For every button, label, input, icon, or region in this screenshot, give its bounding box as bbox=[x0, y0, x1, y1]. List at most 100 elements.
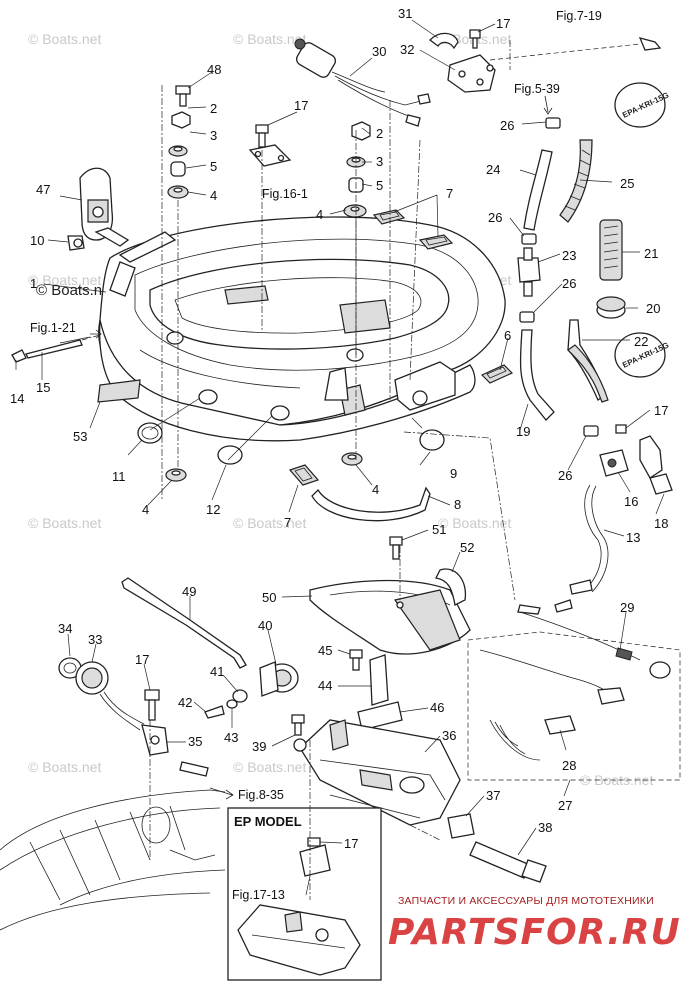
callout-31: 31 bbox=[398, 6, 412, 21]
fig16-plate bbox=[248, 124, 292, 167]
watermark-text: © Boats.net bbox=[28, 31, 101, 47]
kill-switch-30 bbox=[294, 38, 431, 127]
ep-model-box: EP MODEL bbox=[227, 807, 382, 981]
bolt-17-top bbox=[469, 29, 481, 49]
callout-34: 34 bbox=[58, 621, 72, 636]
callout-33: 33 bbox=[88, 632, 102, 647]
plate-46 bbox=[357, 701, 403, 731]
callout-4: 4 bbox=[142, 502, 149, 517]
callout-48: 48 bbox=[207, 62, 221, 77]
callout-5: 5 bbox=[210, 159, 217, 174]
callout-16: 16 bbox=[624, 494, 638, 509]
callout-29: 29 bbox=[620, 600, 634, 615]
sleeve-37 bbox=[447, 813, 475, 839]
watermark-text: © Boats.net bbox=[438, 515, 511, 531]
rod-and-fitting bbox=[11, 339, 83, 363]
lower-cover bbox=[309, 536, 471, 655]
case-36 bbox=[293, 719, 461, 826]
callout-7: 7 bbox=[284, 515, 291, 530]
callout-2: 2 bbox=[210, 101, 217, 116]
strap bbox=[311, 486, 431, 522]
callout-26: 26 bbox=[558, 468, 572, 483]
callout-11: 11 bbox=[112, 469, 126, 484]
callout-26: 26 bbox=[562, 276, 576, 291]
callout-4: 4 bbox=[372, 482, 379, 497]
handle-38 bbox=[469, 841, 547, 883]
lanyard-kit-27 bbox=[467, 631, 681, 781]
callout-50: 50 bbox=[262, 590, 276, 605]
washer-screw-41-43 bbox=[204, 689, 248, 719]
fig-ref-8-35: Fig.8-35 bbox=[238, 788, 284, 802]
callout-2: 2 bbox=[376, 126, 383, 141]
callout-44: 44 bbox=[318, 678, 332, 693]
bottom-cowling bbox=[98, 216, 506, 442]
callout-8: 8 bbox=[454, 497, 461, 512]
watermark-text: © Boats.net bbox=[28, 759, 101, 775]
watermark-text: © Boats.net bbox=[580, 772, 653, 788]
callout-24: 24 bbox=[486, 162, 500, 177]
cover-33 bbox=[75, 661, 145, 731]
callout-4: 4 bbox=[316, 207, 323, 222]
callout-23: 23 bbox=[562, 248, 576, 263]
label-53 bbox=[97, 379, 141, 403]
callout-13: 13 bbox=[626, 530, 640, 545]
fig-ref-5-39: Fig.5-39 bbox=[514, 82, 560, 96]
bracket-32 bbox=[447, 54, 496, 93]
callout-35: 35 bbox=[188, 734, 202, 749]
callout-47: 47 bbox=[36, 182, 50, 197]
callout-7: 7 bbox=[446, 186, 453, 201]
ep-model-title: EP MODEL bbox=[234, 814, 302, 829]
callout-30: 30 bbox=[372, 44, 386, 59]
choke-rod bbox=[121, 577, 247, 669]
callout-18: 18 bbox=[654, 516, 668, 531]
callout-3: 3 bbox=[210, 128, 217, 143]
fig-ref-7-19: Fig.7-19 bbox=[556, 9, 602, 23]
knob-40 bbox=[259, 661, 299, 697]
bolt-17-left bbox=[144, 689, 160, 721]
callout-25: 25 bbox=[620, 176, 634, 191]
plugs bbox=[137, 422, 445, 482]
brand-logo: PARTSFOR.RU bbox=[388, 912, 681, 953]
callout-38: 38 bbox=[538, 820, 552, 835]
fuel-hoses bbox=[517, 117, 626, 437]
callout-1: 1 bbox=[30, 276, 37, 291]
lever-assembly bbox=[67, 167, 130, 251]
bolt-39 bbox=[291, 714, 305, 736]
callout-17: 17 bbox=[344, 836, 358, 851]
callout-17: 17 bbox=[294, 98, 308, 113]
callout-45: 45 bbox=[318, 643, 332, 658]
callout-20: 20 bbox=[646, 301, 660, 316]
reference-lines bbox=[81, 40, 516, 900]
bracket-35 bbox=[141, 724, 209, 777]
callout-26: 26 bbox=[488, 210, 502, 225]
callout-14: 14 bbox=[10, 391, 24, 406]
callout-27: 27 bbox=[558, 798, 572, 813]
figure-references: Fig.7-19 Fig.5-39 Fig.16-1 Fig.1-21 Fig.… bbox=[30, 9, 602, 902]
callout-6: 6 bbox=[504, 328, 511, 343]
callout-36: 36 bbox=[442, 728, 456, 743]
callout-49: 49 bbox=[182, 584, 196, 599]
grommet-stack-center bbox=[343, 121, 371, 218]
callout-3: 3 bbox=[376, 154, 383, 169]
watermark-text: © Boats.net bbox=[233, 515, 306, 531]
motor-outline bbox=[0, 789, 226, 931]
bracket-44 bbox=[349, 649, 389, 706]
watermark-text: © Boats.net bbox=[233, 759, 306, 775]
watermark-text-dark: © Boats.net bbox=[36, 282, 115, 299]
switch-assembly bbox=[554, 424, 673, 613]
grommet-stack-left bbox=[167, 85, 191, 199]
callout-10: 10 bbox=[30, 233, 44, 248]
brand-watermark: ЗАПЧАСТИ И АКСЕССУАРЫ ДЛЯ МОТОТЕХНИКИ PA… bbox=[388, 895, 681, 953]
callout-4: 4 bbox=[210, 188, 217, 203]
callout-21: 21 bbox=[644, 246, 658, 261]
callout-39: 39 bbox=[252, 739, 266, 754]
fig-ref-1-21: Fig.1-21 bbox=[30, 321, 76, 335]
callout-22: 22 bbox=[634, 334, 648, 349]
callout-37: 37 bbox=[486, 788, 500, 803]
callout-17: 17 bbox=[654, 403, 668, 418]
callout-41: 41 bbox=[210, 664, 224, 679]
callout-17: 17 bbox=[135, 652, 149, 667]
cable-fig7 bbox=[489, 37, 662, 61]
brand-subtitle: ЗАПЧАСТИ И АКСЕССУАРЫ ДЛЯ МОТОТЕХНИКИ bbox=[398, 895, 654, 907]
